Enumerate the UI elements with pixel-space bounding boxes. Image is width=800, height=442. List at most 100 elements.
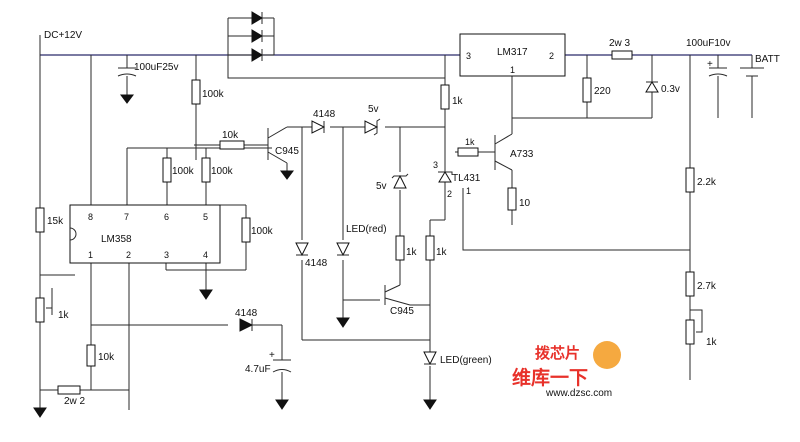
output-capacitor xyxy=(708,67,728,77)
label-pin-5: 5 xyxy=(203,212,208,222)
ground-led-red xyxy=(336,317,350,328)
resistor-15k xyxy=(35,207,45,233)
label-q-a733: A733 xyxy=(510,149,534,160)
resistor-2-7k xyxy=(685,271,695,297)
label-d-4148-top: 4148 xyxy=(313,109,336,120)
label-r-15k: 15k xyxy=(47,216,64,227)
label-d-4148-left: 4148 xyxy=(305,258,328,269)
label-z-5v-top: 5v xyxy=(368,104,379,115)
bridge-diode-top xyxy=(251,11,263,25)
resistor-10 xyxy=(507,187,517,211)
watermark-mascot-icon xyxy=(593,341,621,369)
tl431-shunt xyxy=(438,171,453,183)
ground-lm358-pin4 xyxy=(199,289,213,300)
label-pin-1: 1 xyxy=(88,250,93,260)
label-r-220: 220 xyxy=(594,86,611,97)
label-q-c945-bottom: C945 xyxy=(390,306,414,317)
diode-4148-left xyxy=(295,242,309,257)
label-pot-1k-right: 1k xyxy=(706,337,718,348)
label-r-sense: 2w 3 xyxy=(609,38,631,49)
label-r-1k-led: 1k xyxy=(406,247,418,258)
label-pin-2: 2 xyxy=(126,250,131,260)
diode-4148-top xyxy=(311,120,326,134)
potentiometer-1k-right xyxy=(685,309,703,345)
label-tl431: TL431 xyxy=(452,173,481,184)
label-c-out: 100uF10v xyxy=(686,38,730,49)
resistor-1k-led xyxy=(395,235,405,261)
resistor-100k-bias xyxy=(191,79,201,105)
label-lm317: LM317 xyxy=(497,47,528,58)
resistor-100k-b xyxy=(201,157,211,183)
ground-4-7uf xyxy=(275,399,289,410)
resistor-1k-right xyxy=(425,235,435,261)
label-d-0-3v: 0.3v xyxy=(661,84,680,95)
bridge-diode-middle xyxy=(251,29,263,43)
label-r-100k-c: 100k xyxy=(251,226,274,237)
label-r-2-2k: 2.2k xyxy=(697,177,717,188)
label-pin-6: 6 xyxy=(164,212,169,222)
bridge-diode-bottom xyxy=(251,48,263,62)
led-red xyxy=(336,242,350,257)
zener-5v-top xyxy=(364,118,381,136)
ground-left xyxy=(33,407,47,418)
label-pin-3: 3 xyxy=(164,250,169,260)
diode-4148-bottom xyxy=(239,318,254,332)
label-r-2w-2: 2w 2 xyxy=(64,396,86,407)
resistor-2w-2 xyxy=(57,385,81,395)
label-r-2-7k: 2.7k xyxy=(697,281,717,292)
label-plus-c-out: + xyxy=(707,59,713,70)
resistor-1k-a733 xyxy=(457,147,479,157)
label-r-1k-right: 1k xyxy=(436,247,448,258)
watermark: 拨芯片 维库一下 www.dzsc.com xyxy=(512,341,621,399)
label-z-5v-vertical: 5v xyxy=(376,181,387,192)
label-r-1k-tl431: 1k xyxy=(452,96,464,107)
label-dc-input: DC+12V xyxy=(44,30,82,41)
label-q-c945-top: C945 xyxy=(275,146,299,157)
lm317-regulator xyxy=(459,33,566,77)
watermark-brand: 维库一下 xyxy=(512,366,588,389)
label-lm358: LM358 xyxy=(101,234,132,245)
label-r-1k-a733: 1k xyxy=(465,137,475,147)
label-tl-pin-2: 2 xyxy=(447,189,452,199)
resistor-100k-a xyxy=(162,157,172,183)
lm358-opamp xyxy=(69,204,221,264)
resistor-100k-c xyxy=(241,217,251,243)
label-led-green: LED(green) xyxy=(440,355,492,366)
resistor-1k-tl431 xyxy=(440,84,450,110)
label-r-100k-a: 100k xyxy=(172,166,195,177)
sense-resistor xyxy=(611,50,633,60)
watermark-url: www.dzsc.com xyxy=(545,388,612,399)
diode-0-3v xyxy=(645,81,659,93)
resistor-220 xyxy=(582,77,592,103)
label-pin-4: 4 xyxy=(203,250,208,260)
watermark-badge: 拨芯片 xyxy=(535,344,580,362)
label-pin-7: 7 xyxy=(124,212,129,222)
label-tl-pin-1: 1 xyxy=(466,186,471,196)
label-c-in: 100uF25v xyxy=(134,62,178,73)
label-plus-4-7uf: + xyxy=(269,350,275,361)
capacitor-4-7uf xyxy=(272,359,292,373)
label-r-10k-base: 10k xyxy=(222,130,239,141)
label-r-10k-left: 10k xyxy=(98,352,115,363)
label-batt: BATT xyxy=(755,54,780,65)
label-d-4148-bottom: 4148 xyxy=(235,308,258,319)
ground-led-green xyxy=(423,399,437,410)
potentiometer-1k-left xyxy=(35,288,53,323)
label-lm317-pin-out: 2 xyxy=(549,51,554,61)
transistor-a733 xyxy=(494,133,513,171)
resistor-10k-base xyxy=(219,140,245,150)
transistor-c945-top xyxy=(280,170,294,180)
labels: DC+12V 100uF25v 100k LM317 3 1 2 2w 3 10… xyxy=(44,30,780,407)
label-r-bias-top: 100k xyxy=(202,89,225,100)
battery-symbol xyxy=(740,67,764,77)
input-capacitor xyxy=(117,67,137,104)
label-c-4-7uf: 4.7uF xyxy=(245,364,271,375)
resistor-2-2k xyxy=(685,167,695,193)
label-lm317-pin-in: 3 xyxy=(466,51,471,61)
label-lm317-pin-adj: 1 xyxy=(510,65,515,75)
label-r-10: 10 xyxy=(519,198,531,209)
label-tl-pin-3: 3 xyxy=(433,160,438,170)
resistor-10k-left xyxy=(86,344,96,367)
label-pot-1k-left: 1k xyxy=(58,310,70,321)
